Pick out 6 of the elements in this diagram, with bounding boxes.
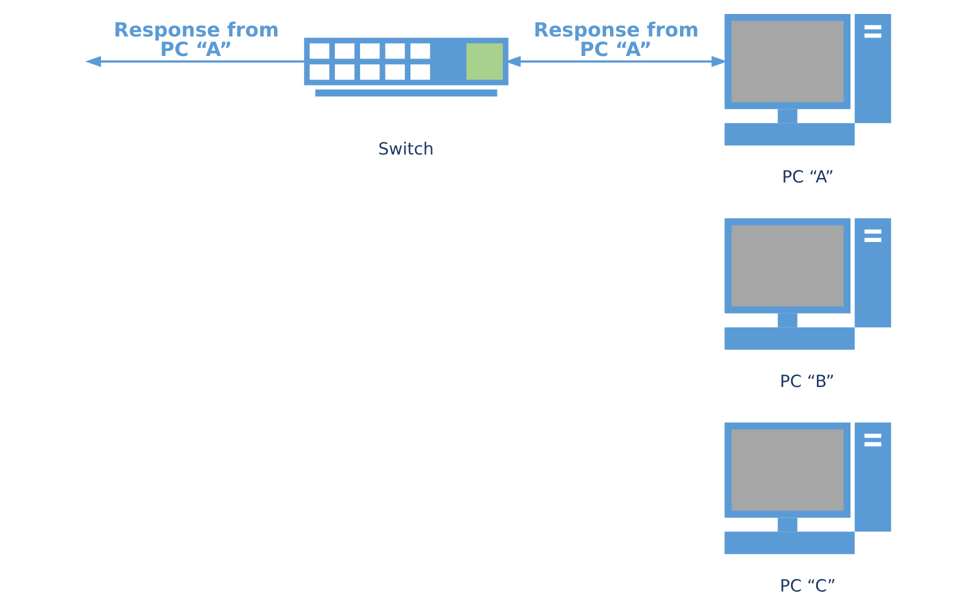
node-label: PC “B” (780, 371, 834, 391)
node-label: Switch (378, 138, 434, 159)
edge-label: Response from PC “A” (534, 18, 699, 62)
node-label: PC “A” (782, 166, 834, 187)
node-label: PC “C” (780, 575, 836, 596)
edge-label: Response from PC “A” (114, 18, 279, 62)
